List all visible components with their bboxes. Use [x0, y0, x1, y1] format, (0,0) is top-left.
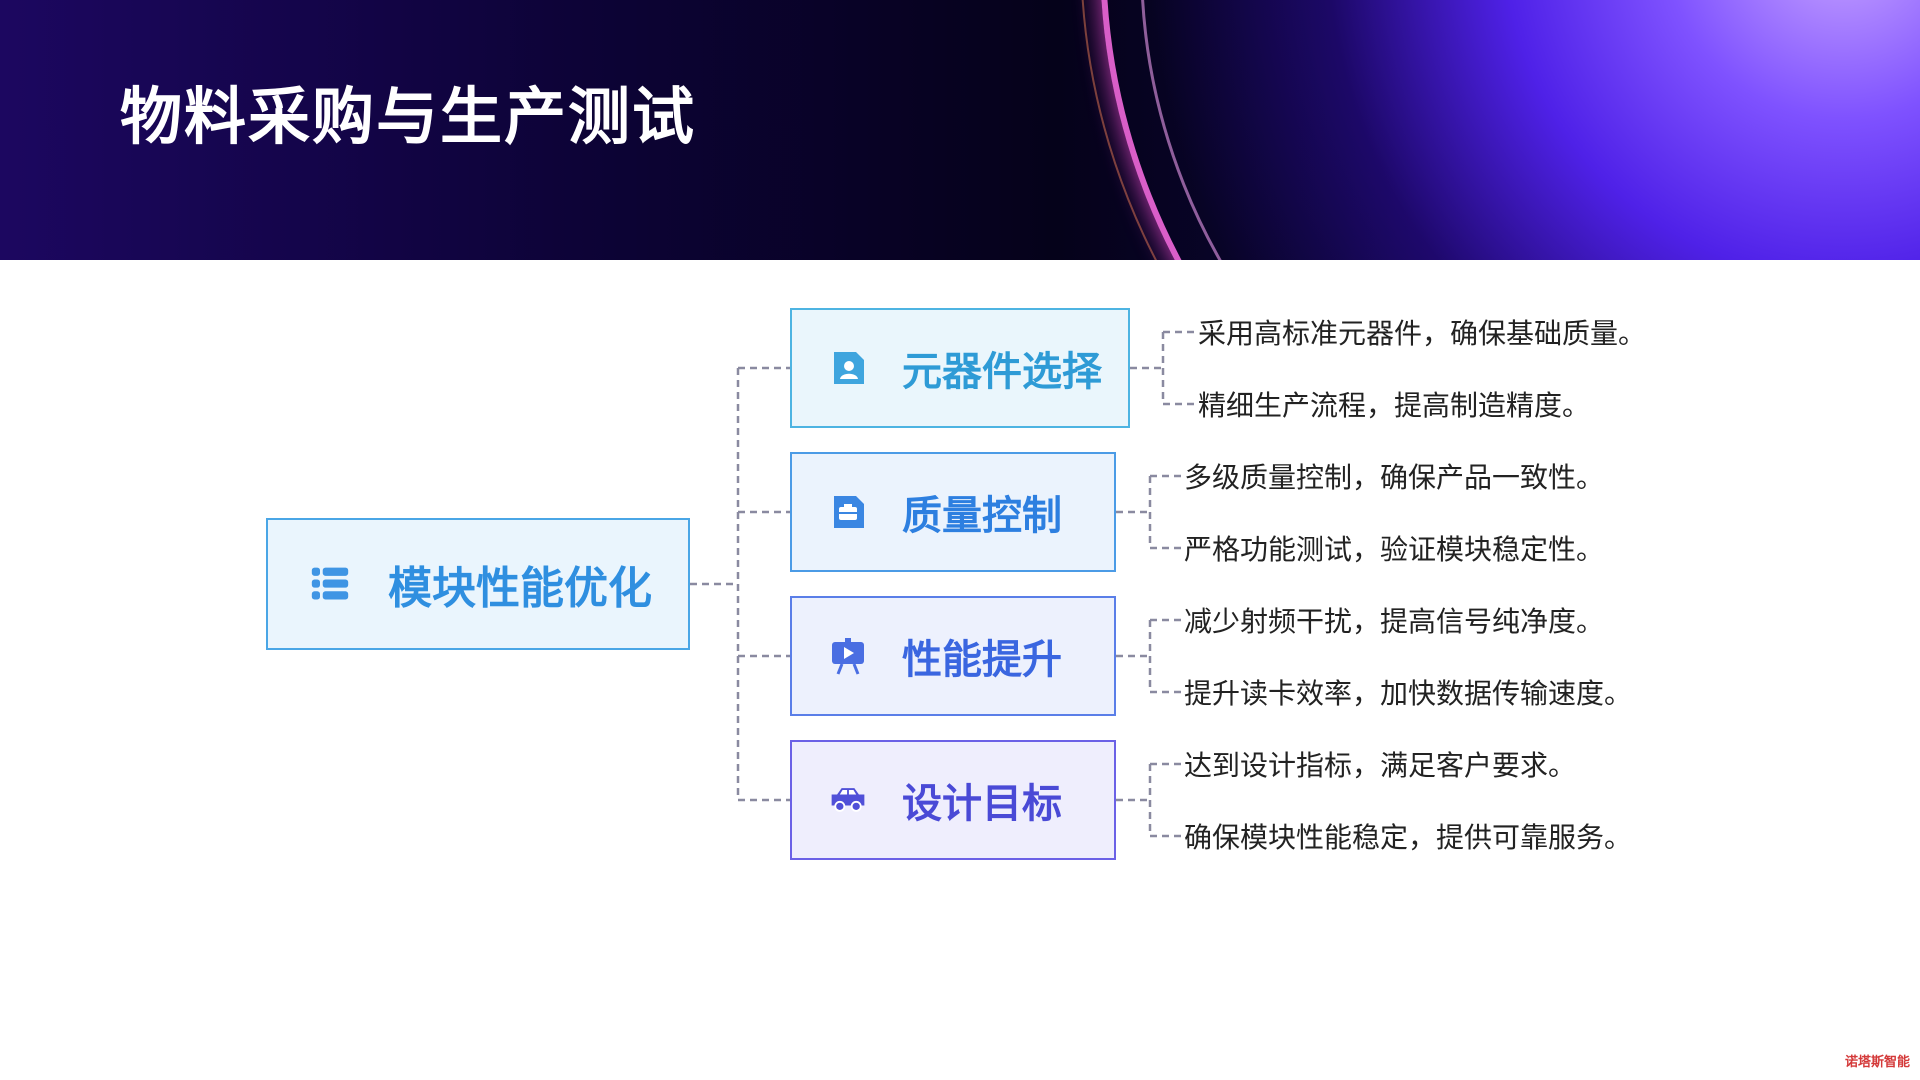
leaf-text-3a: 减少射频干扰，提高信号纯净度。	[1184, 605, 1605, 638]
page-title: 物料采购与生产测试	[120, 80, 697, 153]
leaf-text-2b: 严格功能测试，验证模块稳定性。	[1184, 533, 1605, 566]
presentation-icon	[828, 636, 868, 676]
watermark: 诺塔斯智能	[1844, 1055, 1910, 1070]
leaf-text-2a: 多级质量控制，确保产品一致性。	[1184, 461, 1605, 494]
branch-node-quality-control: 质量控制	[790, 452, 1116, 572]
person-card-icon	[828, 348, 868, 388]
list-icon	[310, 564, 350, 604]
branch-label-1: 元器件选择	[902, 349, 1102, 395]
leaf-text-4b: 确保模块性能稳定，提供可靠服务。	[1184, 821, 1633, 854]
root-label: 模块性能优化	[388, 563, 652, 614]
leaf-text-4a: 达到设计指标，满足客户要求。	[1184, 749, 1577, 782]
leaf-text-1a: 采用高标准元器件，确保基础质量。	[1198, 317, 1647, 350]
branch-label-3: 性能提升	[902, 637, 1062, 683]
car-icon	[828, 780, 868, 820]
branch-node-design-goals: 设计目标	[790, 740, 1116, 860]
header-banner: 物料采购与生产测试	[0, 0, 1920, 260]
root-node: 模块性能优化	[266, 518, 690, 650]
leaf-text-1b: 精细生产流程，提高制造精度。	[1198, 389, 1591, 422]
branch-node-component-selection: 元器件选择	[790, 308, 1130, 428]
branch-label-4: 设计目标	[902, 781, 1062, 827]
toolbox-icon	[828, 492, 868, 532]
branch-label-2: 质量控制	[902, 493, 1062, 539]
leaf-text-3b: 提升读卡效率，加快数据传输速度。	[1184, 677, 1633, 710]
branch-node-performance-boost: 性能提升	[790, 596, 1116, 716]
